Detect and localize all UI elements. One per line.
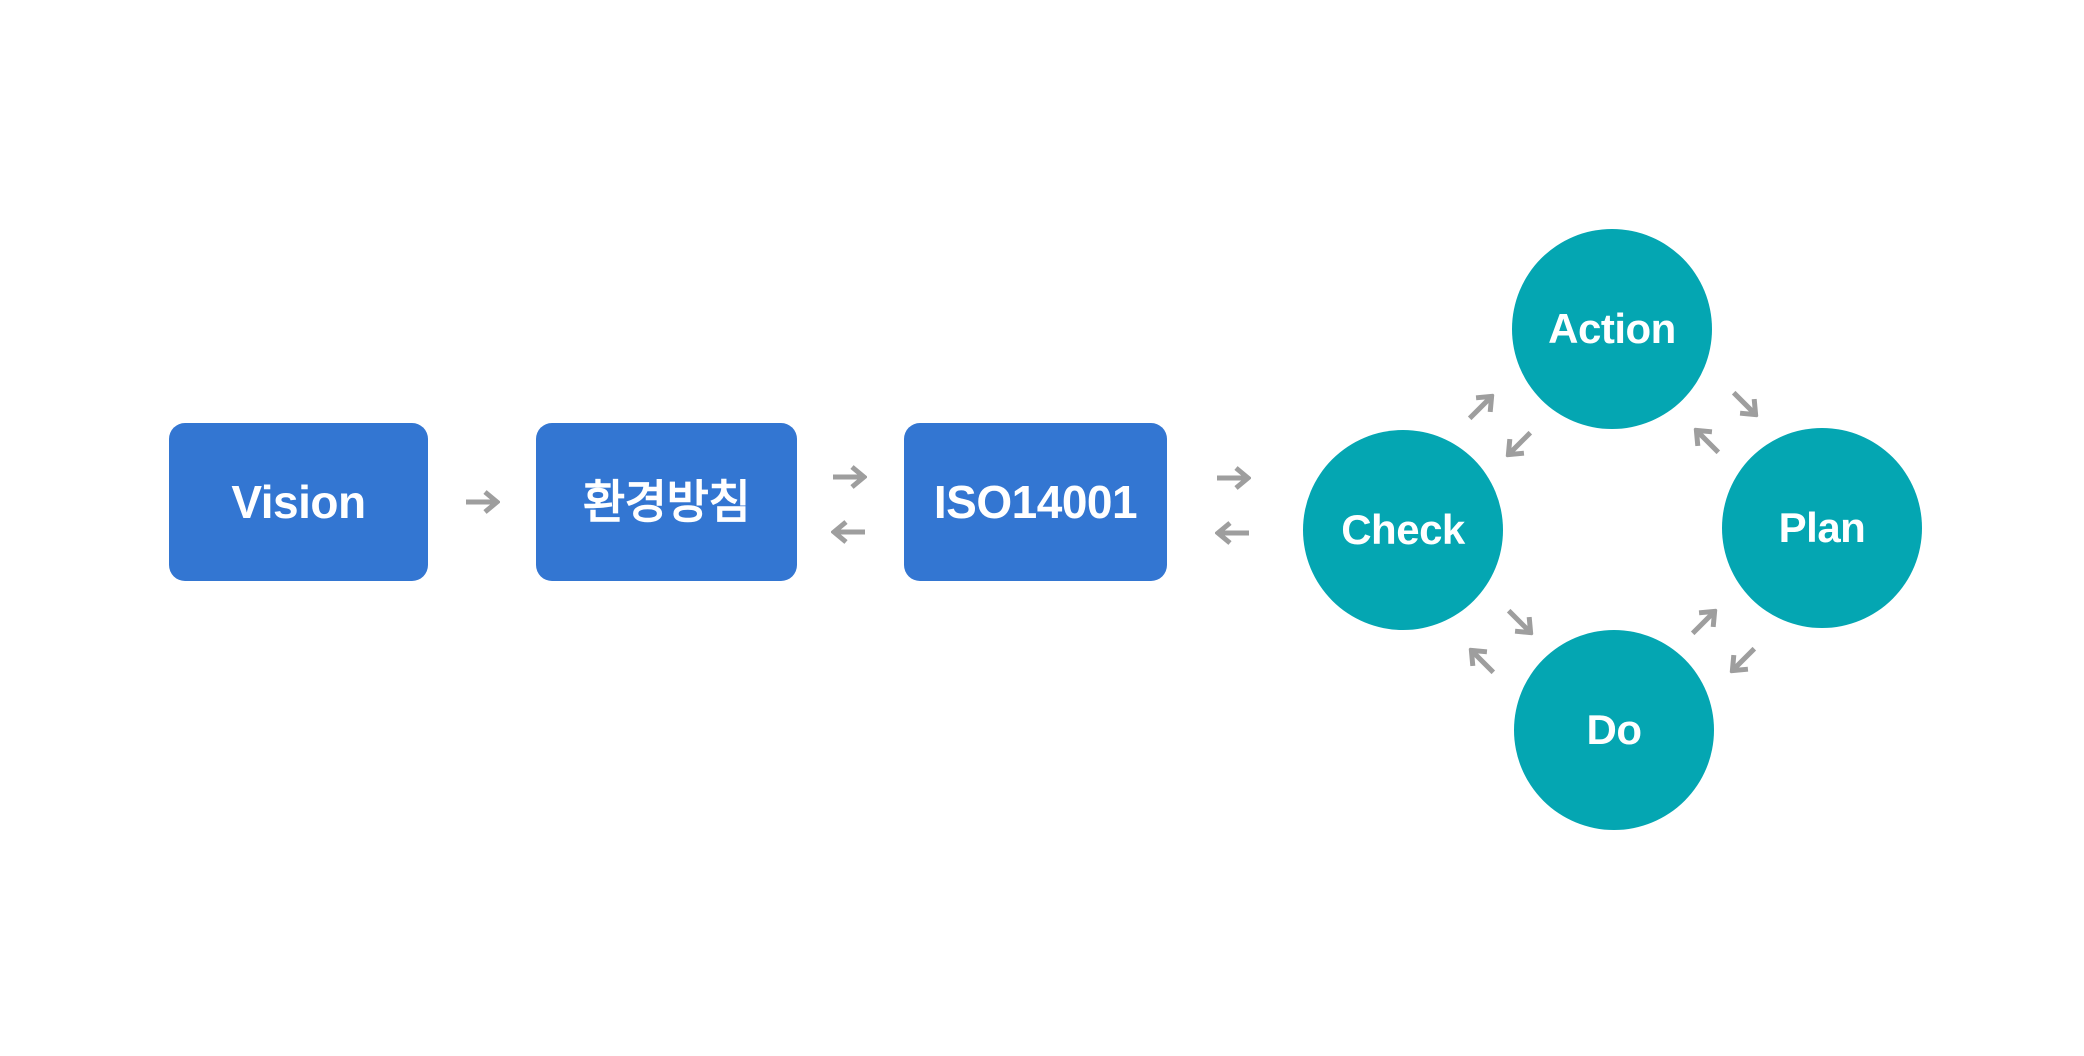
flow-box-vision-label: Vision [231, 476, 366, 528]
arrow-up-left-icon [1686, 420, 1728, 462]
arrow-up-left-icon [1461, 640, 1503, 682]
pdca-circle-do: Do [1514, 630, 1714, 830]
flow-box-iso14001-label: ISO14001 [933, 476, 1138, 528]
pdca-circle-action: Action [1512, 229, 1712, 429]
arrow-right-icon [1215, 466, 1251, 490]
pdca-circle-action-label: Action [1548, 305, 1676, 352]
flow-box-environmental-policy-label: 환경방침 [582, 476, 751, 528]
pdca-circle-do-label: Do [1586, 706, 1643, 753]
arrow-down-left-icon [1498, 423, 1540, 465]
pdca-circle-check-label: Check [1341, 506, 1465, 553]
flow-box-environmental-policy: 환경방침 [536, 423, 797, 581]
arrow-up-right-icon [1683, 601, 1725, 643]
arrow-left-icon [1215, 521, 1251, 545]
pdca-circle-plan-label: Plan [1778, 504, 1866, 551]
pdca-circle-plan: Plan [1722, 428, 1922, 628]
arrow-up-right-icon [1460, 386, 1502, 428]
arrow-down-right-icon [1499, 601, 1541, 643]
arrow-down-left-icon [1722, 639, 1764, 681]
arrow-right-icon [831, 465, 867, 489]
flow-box-iso14001: ISO14001 [904, 423, 1167, 581]
pdca-circle-check: Check [1303, 430, 1503, 630]
arrow-down-right-icon [1724, 383, 1766, 425]
arrow-left-icon [831, 520, 867, 544]
arrow-right-icon [464, 490, 500, 514]
flow-box-vision: Vision [169, 423, 428, 581]
